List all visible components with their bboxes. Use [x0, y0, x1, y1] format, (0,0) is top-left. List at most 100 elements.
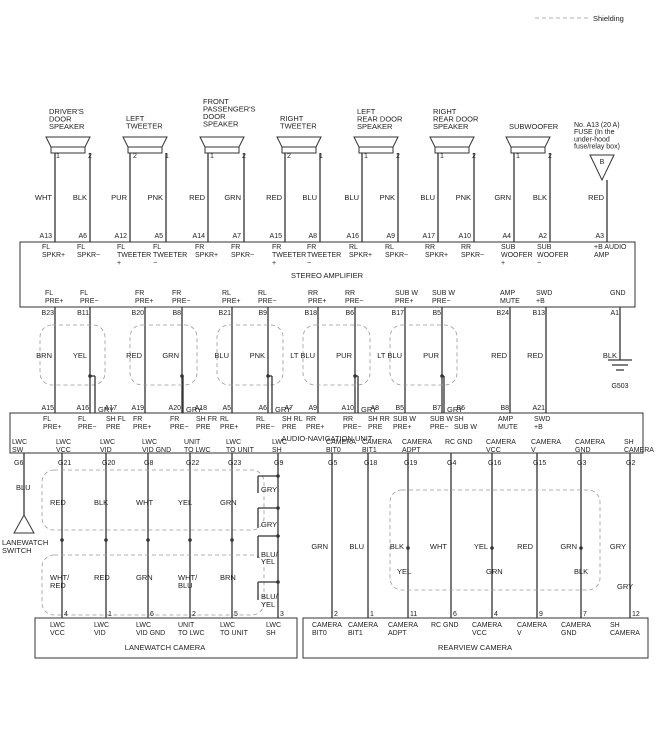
wire-color-label: YEL	[178, 498, 192, 507]
speaker-name: RIGHT	[433, 107, 457, 116]
wire-color-label: GRN	[224, 193, 241, 202]
speaker-pin: 1	[165, 153, 169, 160]
unit-connector-label: VCC	[486, 447, 501, 454]
splice-dot	[230, 538, 234, 542]
wire-color-label: WHT/	[50, 573, 70, 582]
amp-terminal-label: WOOFER	[501, 252, 533, 259]
amp-terminal-label: RR	[425, 244, 435, 251]
amp-terminal-label: SPKR−	[385, 252, 408, 259]
amp-terminal-label: TWEETER	[307, 252, 341, 259]
speaker-icon	[122, 136, 168, 148]
wire-color-label: BLU	[214, 351, 229, 360]
unit-connector-label: TO LWC	[184, 447, 211, 454]
wire-color-label: RED	[517, 542, 533, 551]
pin-number: 12	[632, 611, 640, 618]
amp-terminal-label: FR	[272, 244, 281, 251]
amp-terminal-label: −	[307, 260, 311, 267]
unit-terminal-label: PRE+	[220, 424, 238, 431]
wire-color-label: PNK	[456, 193, 471, 202]
pin-number: B6	[456, 405, 465, 412]
camera-terminal-label: CAMERA	[388, 622, 418, 629]
pin-number: A15	[42, 405, 55, 412]
unit-connector-label: LWC	[100, 439, 115, 446]
speaker-name: TWEETER	[280, 122, 317, 131]
unit-connector-label: CAMERA	[575, 439, 605, 446]
stereo-amplifier-title: STEREO AMPLIFIER	[291, 271, 364, 280]
gry-drain-label: GRY	[275, 405, 291, 414]
wire-color-label: BLU	[349, 542, 364, 551]
unit-terminal-label: SUB W	[393, 416, 416, 423]
wire-color-label: RED	[94, 573, 110, 582]
speaker-name: LEFT	[126, 114, 145, 123]
amp-terminal-label: FL	[77, 244, 85, 251]
unit-connector-label: GND	[575, 447, 591, 454]
pin-number: G15	[533, 460, 546, 467]
camera-terminal-label: CAMERA	[348, 622, 378, 629]
gry-drain-label: GRY	[186, 405, 202, 414]
amp-terminal-label: AMP	[594, 252, 610, 259]
unit-connector-label: CAMERA	[402, 439, 432, 446]
pin-number: G3	[577, 460, 586, 467]
wire-color-label: LT BLU	[377, 351, 402, 360]
speaker-pin: 1	[516, 153, 520, 160]
shield-drain-dot	[276, 474, 280, 478]
speaker-pin: 2	[133, 153, 137, 160]
amp-terminal-label: +	[501, 260, 505, 267]
pin-number: 5	[234, 611, 238, 618]
speaker-icon	[45, 136, 91, 148]
pin-number: A20	[169, 405, 182, 412]
unit-connector-label: VID GND	[142, 447, 171, 454]
speaker-name: REAR DOOR	[433, 115, 479, 124]
pin-number: B5	[395, 405, 404, 412]
unit-terminal-label: RL	[256, 416, 265, 423]
camera-terminal-label: BIT1	[348, 630, 363, 637]
wire-color-label: PUR	[111, 193, 127, 202]
wire-color-label: RED	[266, 193, 282, 202]
unit-connector-label: ADPT	[402, 447, 421, 454]
lanewatch-switch-label: SWITCH	[2, 546, 32, 555]
wire-color-label: RED	[491, 351, 507, 360]
pin-number: B8	[500, 405, 509, 412]
audio-navigation-unit-title: AUDIO-NAVIGATION UNIT	[282, 434, 373, 443]
pin-number: 2	[192, 611, 196, 618]
speaker-name: PASSENGER'S	[203, 105, 256, 114]
pin-number: G23	[228, 460, 241, 467]
amp-output-label: RL	[258, 290, 267, 297]
wire-color-label: YEL	[397, 567, 411, 576]
wire-color-label: BLU	[178, 581, 193, 590]
pin-number: A10	[342, 405, 355, 412]
wire-color-label: YEL	[474, 542, 488, 551]
pin-number: G22	[186, 460, 199, 467]
pin-number: A9	[308, 405, 317, 412]
pin-number: A8	[370, 405, 379, 412]
rearview-camera-box	[302, 617, 649, 659]
pin-number: A6	[258, 405, 267, 412]
diagram-shapes	[9, 17, 649, 659]
amp-output-label: SUB W	[395, 290, 418, 297]
speaker-icon	[276, 136, 322, 148]
wire-color-label: BLK	[390, 542, 404, 551]
amp-terminal-label: SPKR+	[349, 252, 372, 259]
camera-terminal-label: VID GND	[136, 630, 165, 637]
speaker-pin: 1	[319, 153, 323, 160]
wire-color-label: BLK	[533, 193, 547, 202]
unit-terminal-label: PRE+	[393, 424, 411, 431]
unit-terminal-label: PRE	[196, 424, 211, 431]
unit-connector-label: RC GND	[445, 439, 473, 446]
camera-terminal-label: TO LWC	[178, 630, 205, 637]
pin-number: 1	[370, 611, 374, 618]
wire-color-label: BRN	[220, 573, 236, 582]
fuse-name: FUSE (In the	[574, 129, 615, 136]
amp-output-label: RR	[345, 290, 355, 297]
pin-number: 4	[64, 611, 68, 618]
wire-color-label: RED	[588, 193, 604, 202]
wire-color-label: BRN	[36, 351, 52, 360]
shield-drain-dot	[88, 374, 92, 378]
wire-color-label: WHT	[35, 193, 52, 202]
wire-color-label: GRY	[617, 582, 633, 591]
unit-connector-label: VCC	[56, 447, 71, 454]
pin-number: B7	[432, 405, 441, 412]
unit-terminal-label: +B	[534, 424, 543, 431]
pin-number: G2	[626, 460, 635, 467]
